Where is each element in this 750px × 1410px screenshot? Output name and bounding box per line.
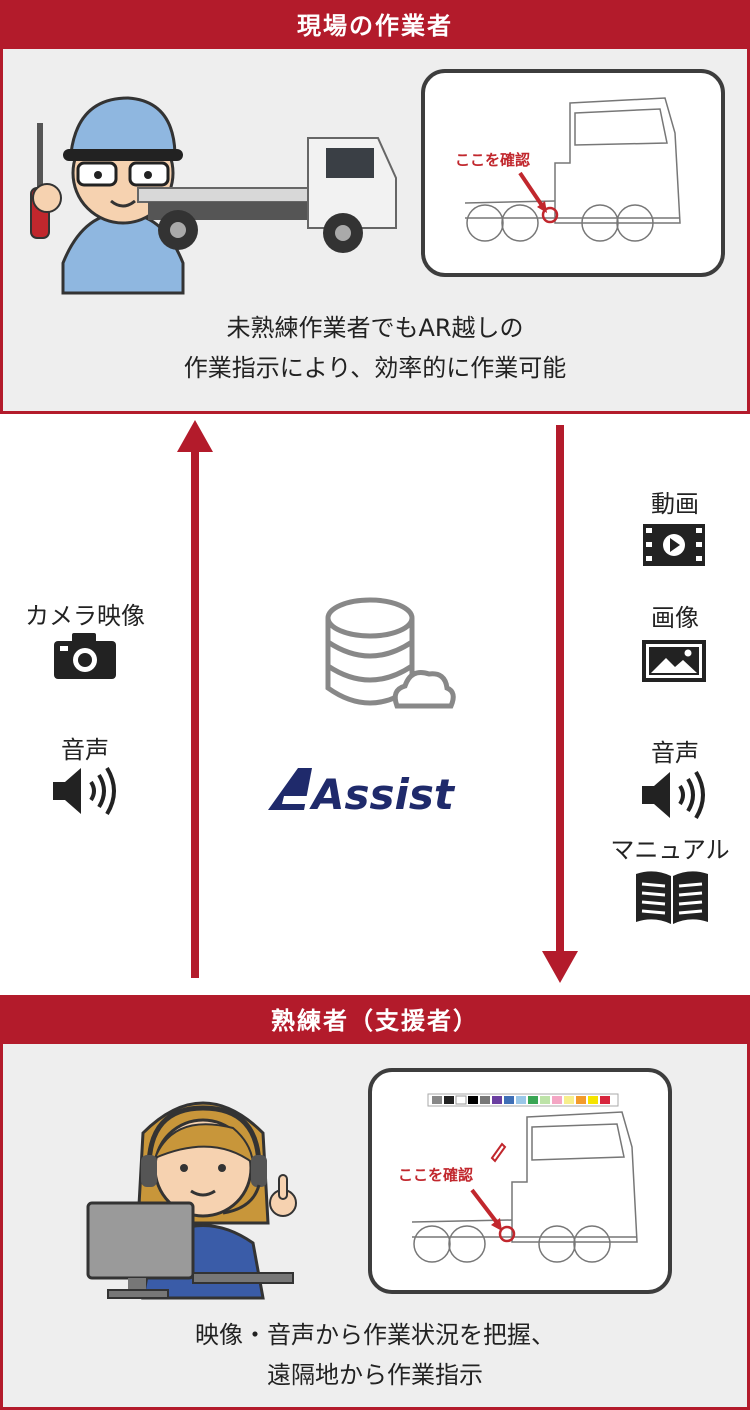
book-icon	[636, 871, 708, 924]
video-label: 動画	[651, 490, 699, 518]
instruction-bubble-bottom: ここを確認	[368, 1068, 672, 1294]
caption-line-1: 未熟練作業者でもAR越しの	[226, 314, 524, 342]
manual-label: マニュアル	[610, 836, 730, 864]
expert-caption-line-1: 映像・音声から作業状況を把握、	[195, 1321, 555, 1349]
image-label: 画像	[651, 604, 699, 632]
assist-logo-text: Assist	[309, 770, 456, 819]
audio-label-left: 音声	[61, 736, 109, 764]
camera-icon	[54, 633, 116, 679]
field-worker-caption: 未熟練作業者でもAR越しの 作業指示により、効率的に作業可能	[3, 308, 747, 388]
speaker-icon	[53, 766, 116, 816]
audio-label-right: 音声	[651, 739, 699, 767]
expert-caption-line-2: 遠隔地から作業指示	[267, 1361, 483, 1389]
expert-caption: 映像・音声から作業状況を把握、 遠隔地から作業指示	[3, 1315, 747, 1395]
truck-wireframe-illustration	[464, 97, 681, 242]
worker-illustration	[30, 96, 185, 295]
downward-arrow	[542, 425, 578, 983]
color-palette-toolbar	[427, 1093, 619, 1107]
expert-supporter-panel: 熟練者（支援者）	[0, 995, 750, 1410]
check-here-label-top: ここを確認	[455, 151, 531, 169]
image-icon	[642, 640, 706, 682]
speaker-icon-right	[642, 770, 705, 820]
field-worker-panel: 現場の作業者	[0, 0, 750, 414]
tow-truck-illustration	[137, 137, 397, 253]
truck-wireframe-annotated	[411, 1111, 638, 1263]
ar-view-bubble-top: ここを確認	[421, 69, 725, 277]
field-worker-title: 現場の作業者	[3, 3, 747, 49]
caption-line-2: 作業指示により、効率的に作業可能	[183, 354, 567, 382]
camera-video-label: カメラ映像	[25, 602, 145, 630]
video-icon	[643, 524, 705, 566]
upward-arrow	[177, 420, 213, 978]
database-cloud-icon	[325, 597, 456, 709]
check-here-label-bottom: ここを確認	[398, 1166, 474, 1184]
expert-supporter-title: 熟練者（支援者）	[3, 998, 747, 1044]
supporter-illustration	[86, 1101, 297, 1300]
assist-logo: Assist	[268, 768, 456, 819]
